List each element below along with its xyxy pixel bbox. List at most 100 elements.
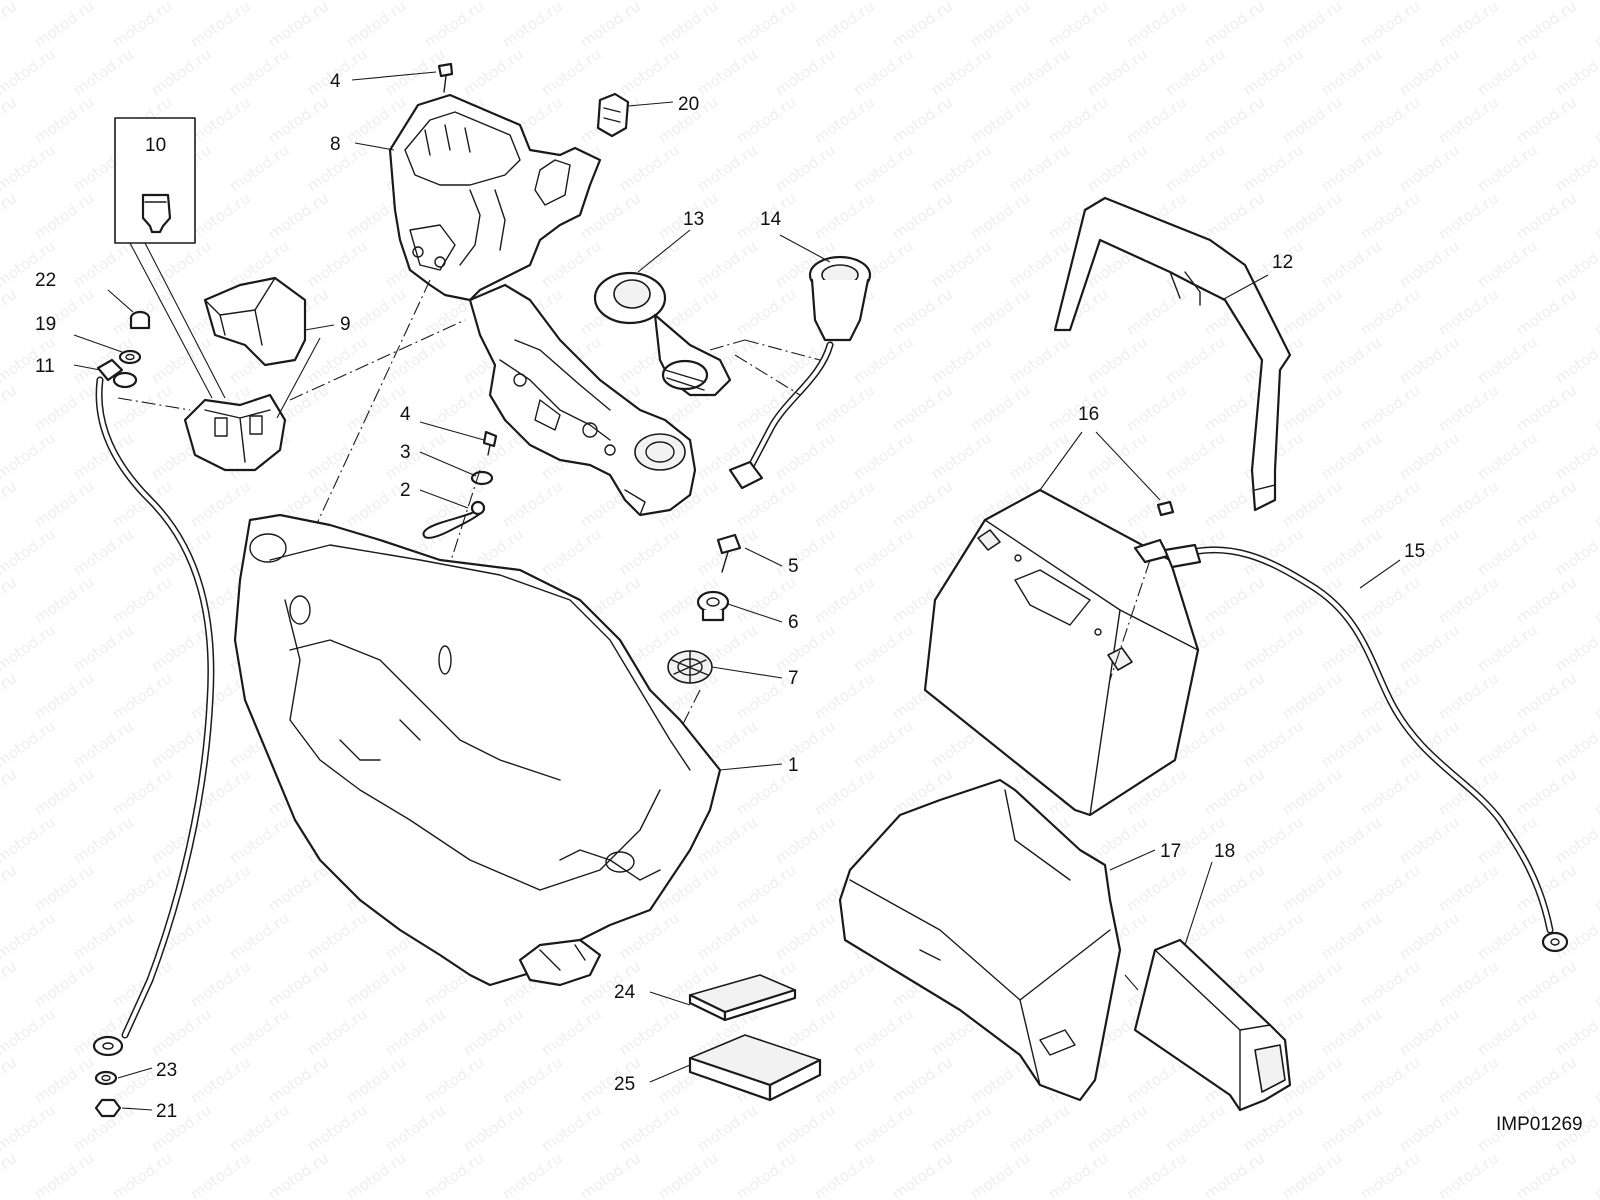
- part-16-screw: [1156, 500, 1175, 517]
- watermark-text: motod.ru: [1006, 45, 1073, 99]
- watermark-text: motod.ru: [1084, 45, 1151, 99]
- watermark-text: motod.ru: [616, 1005, 683, 1059]
- watermark-text: motod.ru: [1279, 1149, 1346, 1200]
- watermark-text: motod.ru: [850, 429, 917, 483]
- watermark-text: motod.ru: [343, 957, 410, 1011]
- watermark-text: motod.ru: [889, 477, 956, 531]
- watermark-text: motod.ru: [421, 1149, 488, 1200]
- watermark-text: motod.ru: [187, 189, 254, 243]
- watermark-text: motod.ru: [1318, 141, 1385, 195]
- callout-14: 14: [760, 209, 782, 230]
- callout-21: 21: [156, 1101, 177, 1122]
- watermark-text: motod.ru: [967, 1149, 1034, 1200]
- watermark-text: motod.ru: [1396, 333, 1463, 387]
- watermark-text: motod.ru: [1240, 813, 1307, 867]
- watermark-text: motod.ru: [70, 237, 137, 291]
- watermark-text: motod.ru: [655, 1149, 722, 1200]
- watermark-text: motod.ru: [1318, 1101, 1385, 1155]
- watermark-text: motod.ru: [772, 1101, 839, 1155]
- watermark-text: motod.ru: [811, 1149, 878, 1200]
- watermark-text: motod.ru: [772, 45, 839, 99]
- watermark-text: motod.ru: [109, 0, 176, 51]
- watermark-text: motod.ru: [1357, 189, 1424, 243]
- watermark-text: motod.ru: [967, 285, 1034, 339]
- watermark-text: motod.ru: [1123, 93, 1190, 147]
- watermark-text: motod.ru: [850, 141, 917, 195]
- watermark-text: motod.ru: [1162, 429, 1229, 483]
- watermark-text: motod.ru: [109, 381, 176, 435]
- watermark-text: motod.ru: [1045, 0, 1112, 51]
- watermark-text: motod.ru: [1123, 285, 1190, 339]
- watermark-text: motod.ru: [1240, 141, 1307, 195]
- callout-3: 3: [400, 442, 411, 463]
- watermark-text: motod.ru: [421, 0, 488, 51]
- part-19-washer: [118, 349, 142, 365]
- watermark-text: motod.ru: [1396, 1101, 1463, 1155]
- watermark-text: motod.ru: [31, 1149, 98, 1200]
- watermark-text: motod.ru: [460, 1101, 527, 1155]
- watermark-text: motod.ru: [811, 381, 878, 435]
- watermark-text: motod.ru: [0, 381, 20, 435]
- watermark-text: motod.ru: [31, 765, 98, 819]
- watermark-text: motod.ru: [1162, 45, 1229, 99]
- watermark-text: motod.ru: [1279, 285, 1346, 339]
- part-3-washer: [470, 470, 494, 486]
- part-14-socket: [709, 255, 872, 490]
- watermark-text: motod.ru: [811, 669, 878, 723]
- watermark-text: motod.ru: [499, 1149, 566, 1200]
- watermark-text: motod.ru: [265, 861, 332, 915]
- watermark-text: motod.ru: [1396, 621, 1463, 675]
- watermark-text: motod.ru: [0, 861, 20, 915]
- watermark-text: motod.ru: [1357, 573, 1424, 627]
- watermark-text: motod.ru: [1279, 189, 1346, 243]
- watermark-text: motod.ru: [1357, 381, 1424, 435]
- watermark-text: motod.ru: [811, 477, 878, 531]
- watermark-text: motod.ru: [226, 1101, 293, 1155]
- watermark-text: motod.ru: [31, 669, 98, 723]
- watermark-text: motod.ru: [928, 333, 995, 387]
- watermark-text: motod.ru: [1474, 1005, 1541, 1059]
- watermark-text: motod.ru: [265, 189, 332, 243]
- watermark-text: motod.ru: [1552, 717, 1600, 771]
- image-code: IMP01269: [1496, 1114, 1583, 1135]
- watermark-text: motod.ru: [772, 141, 839, 195]
- watermark-text: motod.ru: [1552, 0, 1600, 3]
- watermark-text: motod.ru: [1318, 909, 1385, 963]
- watermark-text: motod.ru: [70, 717, 137, 771]
- watermark-text: motod.ru: [1357, 285, 1424, 339]
- watermark-text: motod.ru: [1123, 1149, 1190, 1200]
- watermark-text: motod.ru: [187, 861, 254, 915]
- watermark-text: motod.ru: [1396, 429, 1463, 483]
- watermark-text: motod.ru: [1513, 765, 1580, 819]
- watermark-text: motod.ru: [0, 1053, 20, 1107]
- watermark-text: motod.ru: [0, 813, 59, 867]
- watermark-text: motod.ru: [694, 141, 761, 195]
- watermark-text: motod.ru: [1396, 141, 1463, 195]
- watermark-text: motod.ru: [889, 381, 956, 435]
- watermark-text: motod.ru: [0, 141, 59, 195]
- watermark-text: motod.ru: [1591, 189, 1600, 243]
- watermark-text: motod.ru: [0, 1005, 59, 1059]
- watermark-text: motod.ru: [694, 1101, 761, 1155]
- watermark-text: motod.ru: [1318, 429, 1385, 483]
- watermark-text: motod.ru: [109, 765, 176, 819]
- watermark-text: motod.ru: [1513, 477, 1580, 531]
- watermark-text: motod.ru: [967, 189, 1034, 243]
- watermark-text: motod.ru: [1591, 93, 1600, 147]
- watermark-text: motod.ru: [1552, 621, 1600, 675]
- watermark-text: motod.ru: [0, 0, 20, 51]
- watermark-text: motod.ru: [1435, 477, 1502, 531]
- watermark-text: motod.ru: [928, 237, 995, 291]
- watermark-text: motod.ru: [1591, 957, 1600, 1011]
- watermark-text: motod.ru: [304, 1101, 371, 1155]
- watermark-text: motod.ru: [1318, 525, 1385, 579]
- watermark-text: motod.ru: [1162, 1101, 1229, 1155]
- watermark-text: motod.ru: [0, 765, 20, 819]
- watermark-text: motod.ru: [226, 813, 293, 867]
- watermark-text: motod.ru: [1591, 285, 1600, 339]
- watermark-text: motod.ru: [31, 1053, 98, 1107]
- callout-16: 16: [1078, 404, 1099, 425]
- watermark-text: motod.ru: [1396, 45, 1463, 99]
- watermark-text: motod.ru: [889, 0, 956, 51]
- watermark-text: motod.ru: [382, 1005, 449, 1059]
